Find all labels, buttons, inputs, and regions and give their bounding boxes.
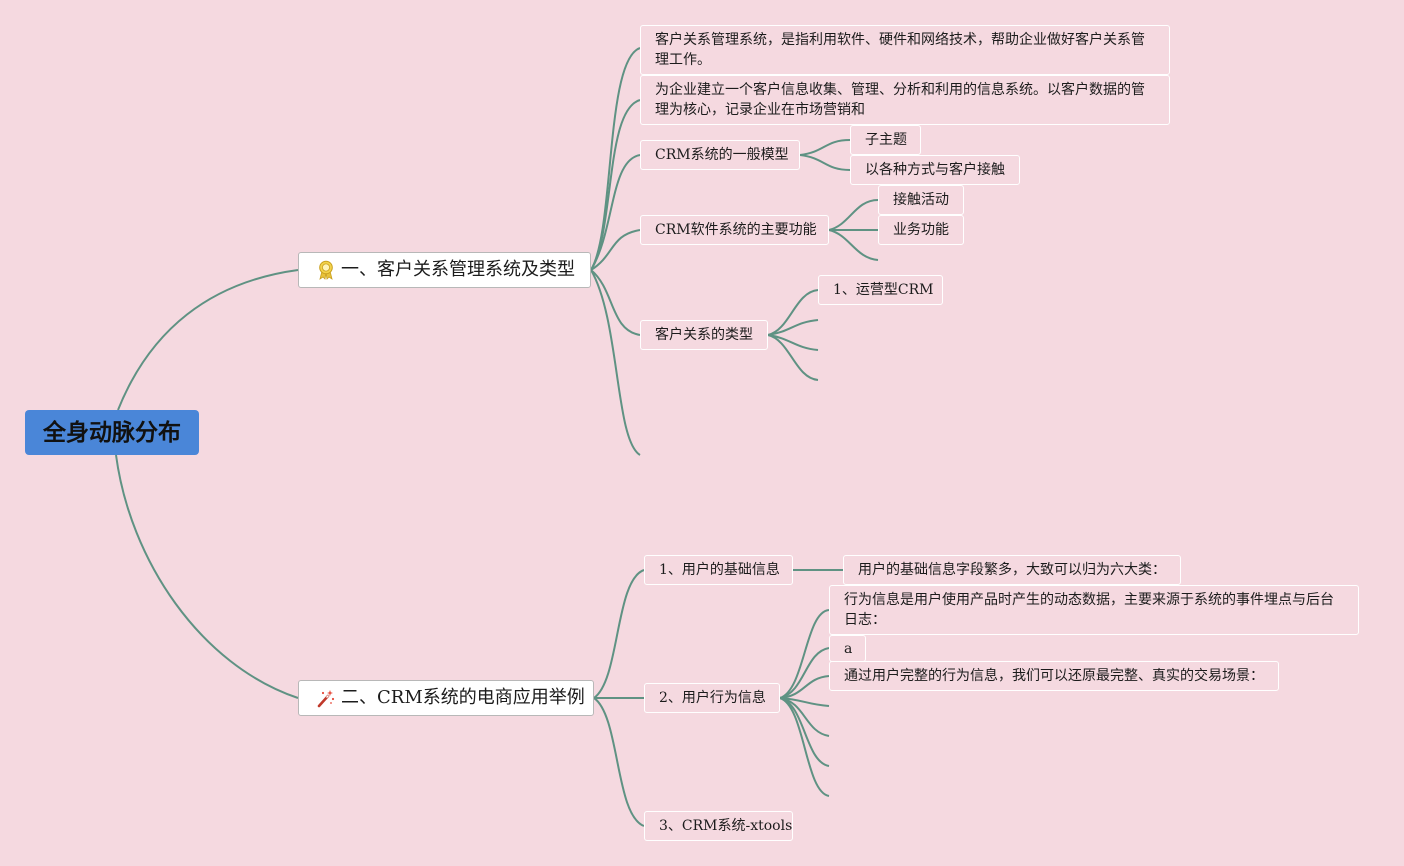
user-basic-info-topic[interactable]: 1、用户的基础信息: [644, 555, 793, 585]
link-func-empty: [828, 229, 879, 261]
link-b1-empty: [590, 269, 641, 456]
link-root-branch1: [117, 269, 299, 411]
branch2-label: 二、CRM系统的电商应用举例: [341, 687, 585, 708]
link-b1-types: [590, 269, 641, 336]
link-model-sub1: [799, 139, 851, 156]
link-types-empty3: [767, 334, 819, 381]
function-contact-activity[interactable]: 接触活动: [878, 185, 964, 215]
crm-main-functions-topic[interactable]: CRM软件系统的主要功能: [640, 215, 829, 245]
model-contact-customers[interactable]: 以各种方式与客户接触: [850, 155, 1020, 185]
link-b2-xtools: [593, 697, 645, 827]
branch1-description-1[interactable]: 客户关系管理系统，是指利用软件、硬件和网络技术，帮助企业做好客户关系管理工作。: [640, 25, 1170, 75]
function-business[interactable]: 业务功能: [878, 215, 964, 245]
link-b1-functions: [590, 229, 641, 271]
customer-relation-types-topic[interactable]: 客户关系的类型: [640, 320, 768, 350]
magic-wand-icon: [317, 688, 335, 708]
user-behavior-info-topic[interactable]: 2、用户行为信息: [644, 683, 780, 713]
link-beh-empty4: [779, 697, 830, 797]
root-topic[interactable]: 全身动脉分布: [25, 410, 199, 455]
branch2-topic[interactable]: 二、CRM系统的电商应用举例: [298, 680, 594, 716]
behavior-info-a[interactable]: a: [829, 635, 866, 662]
link-b1-model: [590, 154, 641, 271]
link-root-branch2: [115, 454, 299, 699]
behavior-info-description[interactable]: 行为信息是用户使用产品时产生的动态数据，主要来源于系统的事件埋点与后台日志：: [829, 585, 1359, 635]
link-beh-sub2: [779, 647, 830, 699]
award-ribbon-icon: [317, 260, 335, 280]
branch1-label: 一、客户关系管理系统及类型: [341, 259, 575, 280]
basic-info-summary[interactable]: 用户的基础信息字段繁多，大致可以归为六大类：: [843, 555, 1181, 585]
link-b2-basic: [593, 569, 645, 699]
link-model-sub2: [799, 154, 851, 171]
behavior-trade-scene[interactable]: 通过用户完整的行为信息，我们可以还原最完整、真实的交易场景：: [829, 661, 1279, 691]
link-beh-empty3: [779, 697, 830, 767]
branch1-description-2[interactable]: 为企业建立一个客户信息收集、管理、分析和利用的信息系统。以客户数据的管理为核心，…: [640, 75, 1170, 125]
type-operational-crm[interactable]: 1、运营型CRM: [818, 275, 943, 305]
link-beh-sub3: [779, 675, 830, 699]
crm-general-model-topic[interactable]: CRM系统的一般模型: [640, 140, 800, 170]
model-subtopic[interactable]: 子主题: [850, 125, 921, 155]
branch1-topic[interactable]: 一、客户关系管理系统及类型: [298, 252, 591, 288]
link-beh-sub1: [779, 609, 830, 699]
link-types-empty1: [767, 319, 819, 336]
link-func-sub1: [828, 199, 879, 231]
crm-xtools-topic[interactable]: 3、CRM系统-xtools: [644, 811, 793, 841]
link-types-sub1: [767, 289, 819, 336]
